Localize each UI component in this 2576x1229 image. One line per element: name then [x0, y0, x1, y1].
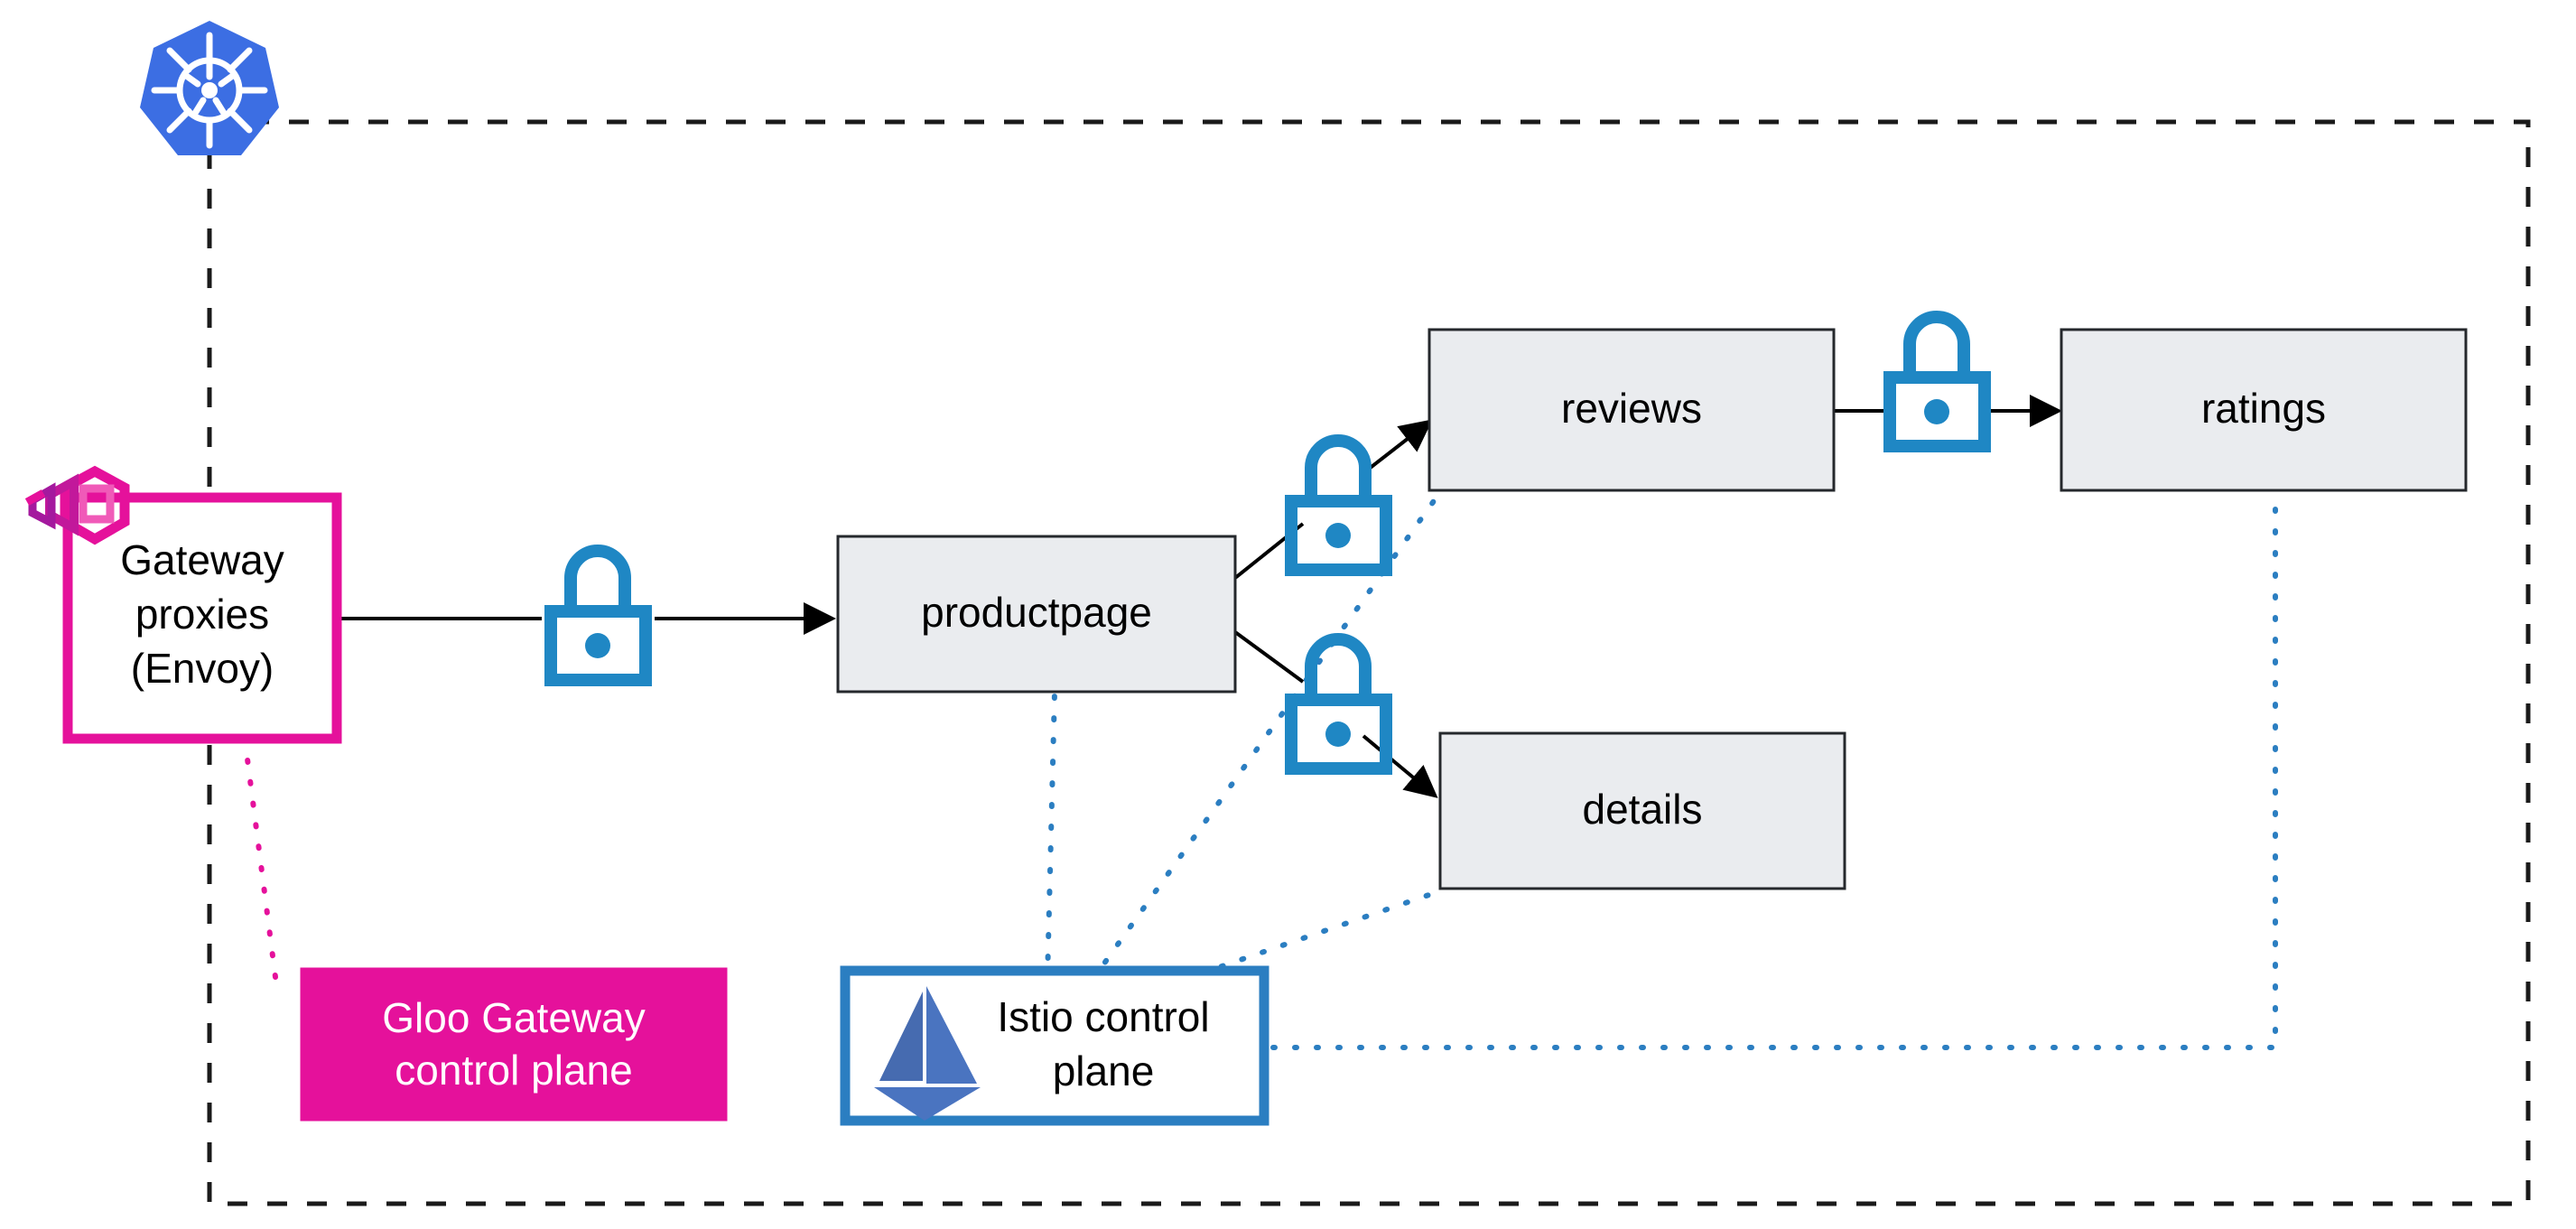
reviews-label: reviews	[1561, 385, 1702, 432]
mtls-lock-icon-productpage-details	[1285, 633, 1392, 775]
node-productpage[interactable]: productpage	[836, 535, 1237, 694]
gloo-icon	[24, 465, 130, 545]
node-ratings[interactable]: ratings	[2060, 328, 2468, 492]
mtls-lock-icon-productpage-reviews	[1285, 434, 1392, 576]
edge-lock2-to-reviews	[1366, 419, 1433, 471]
edge-gloo-cp-to-gateway	[243, 742, 278, 980]
mtls-lock-icon-gateway-productpage	[544, 545, 652, 686]
edge-istio-to-details	[1198, 887, 1447, 976]
edge-productpage-to-lock3	[1233, 630, 1305, 684]
istio-sailboat-icon	[874, 986, 981, 1121]
details-label: details	[1583, 786, 1703, 833]
gateway-proxies-label-line1: Gateway	[120, 536, 284, 583]
gloo-control-plane-label-line1: Gloo Gateway	[382, 994, 645, 1041]
gateway-proxies-label-line3: (Envoy)	[131, 645, 274, 692]
node-gateway-proxies[interactable]: Gateway proxies (Envoy)	[62, 492, 342, 744]
kubernetes-icon	[140, 21, 279, 155]
mtls-lock-icon-reviews-ratings	[1883, 311, 1991, 452]
productpage-label: productpage	[921, 589, 1152, 636]
edge-istio-to-productpage	[1045, 690, 1057, 982]
ratings-label: ratings	[2201, 385, 2326, 432]
istio-control-plane-label-line2: plane	[1053, 1047, 1155, 1094]
node-gloo-control-plane[interactable]: Gloo Gateway control plane	[300, 967, 728, 1122]
gloo-control-plane-label-line2: control plane	[395, 1047, 632, 1094]
node-reviews[interactable]: reviews	[1427, 328, 1836, 492]
istio-control-plane-label-line1: Istio control	[997, 993, 1209, 1040]
kubernetes-cluster-boundary	[207, 119, 2531, 1206]
gateway-proxies-label-line2: proxies	[135, 591, 269, 638]
edge-lock3-to-details	[1362, 734, 1438, 798]
node-details[interactable]: details	[1438, 731, 1846, 890]
